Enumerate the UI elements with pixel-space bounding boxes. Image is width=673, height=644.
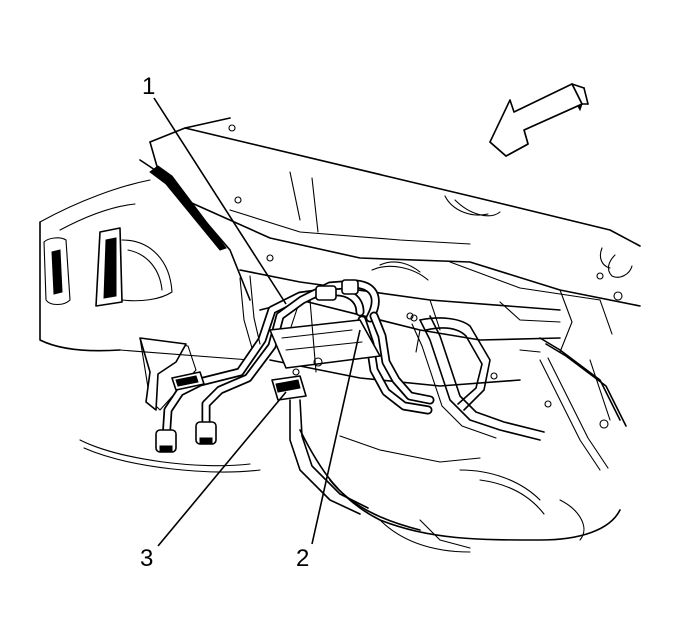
body-panel-outline <box>39 117 641 353</box>
callout-leaders <box>153 97 361 547</box>
tube-bundle-right <box>411 315 627 471</box>
cooler-bracket <box>239 275 418 515</box>
leader-line-2 <box>311 329 361 545</box>
leader-line-3 <box>157 391 287 547</box>
underbody-pan <box>299 429 621 553</box>
callout-label-3: 3 <box>140 545 153 572</box>
callout-label-2: 2 <box>296 545 309 572</box>
callout-label-1: 1 <box>142 73 155 100</box>
cooler-hose-assembly <box>155 279 435 453</box>
leader-line-1 <box>153 97 287 305</box>
fender-area <box>39 159 261 473</box>
forward-arrow-icon <box>489 83 589 157</box>
